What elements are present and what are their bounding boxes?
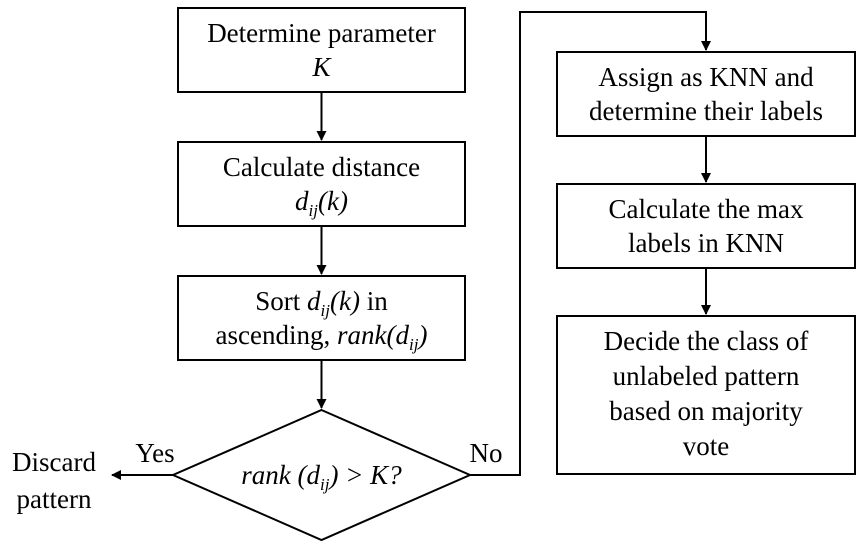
sort-pre: Sort xyxy=(255,286,307,316)
sort-d: d xyxy=(307,286,321,316)
calculate-distance-box xyxy=(177,141,466,227)
sort-box xyxy=(177,275,466,361)
distance-args: (k) xyxy=(318,186,348,216)
discard-line1: Discard xyxy=(12,447,96,477)
discard-line2: pattern xyxy=(17,484,92,514)
determine-parameter-k: K xyxy=(311,52,332,82)
sort-rank: rank(d xyxy=(337,320,409,350)
decision-text: rank (dij) > K? xyxy=(241,460,402,494)
decide-line2: unlabeled pattern xyxy=(613,361,800,391)
determine-parameter-line1: Determine parameter xyxy=(207,18,436,48)
decide-line3: based on majority xyxy=(609,396,803,426)
arrow-no-to-assign xyxy=(470,11,711,476)
decide-line1: Decide the class of xyxy=(604,326,809,356)
sort-rank-subscript: ij xyxy=(409,335,419,354)
no-label: No xyxy=(470,438,503,468)
sort-args: (k) xyxy=(330,286,360,316)
sort-post: in xyxy=(360,286,388,316)
decision-diamond xyxy=(170,408,473,542)
distance-d: d xyxy=(295,186,309,216)
distance-expression: dij(k) xyxy=(295,186,348,220)
max-labels-line2: labels in KNN xyxy=(628,228,784,258)
sort-subscript: ij xyxy=(321,301,331,320)
decide-class-box xyxy=(556,315,856,475)
sort-ascending: ascending, xyxy=(216,320,337,350)
calculate-distance-line1: Calculate distance xyxy=(223,152,420,182)
max-labels-line1: Calculate the max xyxy=(609,194,804,224)
distance-subscript: ij xyxy=(309,201,319,220)
determine-parameter-box xyxy=(177,7,466,93)
decision-condition: ) > K? xyxy=(327,460,402,490)
assign-knn-line2: determine their labels xyxy=(589,96,823,126)
sort-line1: Sort dij(k) in xyxy=(255,286,388,320)
max-labels-box xyxy=(556,183,856,269)
assign-knn-box xyxy=(556,51,856,137)
sort-line2: ascending, rank(dij) xyxy=(216,320,428,354)
decide-line4: vote xyxy=(683,431,730,461)
decision-subscript: ij xyxy=(320,475,330,494)
decision-rank: rank (d xyxy=(241,460,320,490)
yes-label: Yes xyxy=(135,438,174,468)
assign-knn-line1: Assign as KNN and xyxy=(598,62,814,92)
sort-rank-close: ) xyxy=(416,320,427,350)
